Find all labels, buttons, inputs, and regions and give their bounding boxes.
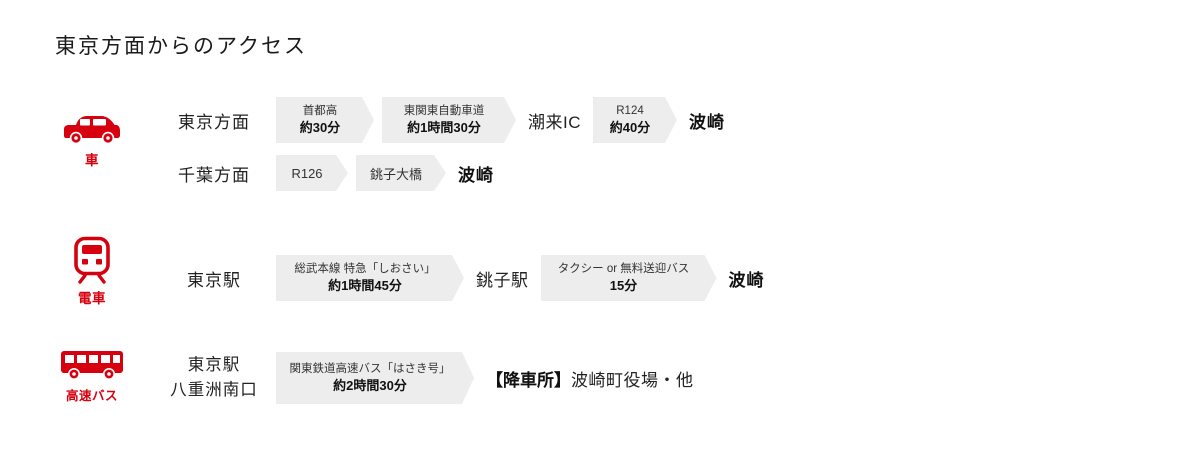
train-route: 東京駅 総武本線 特急「しおさい」 約1時間45分 銚子駅 タクシー or 無料… — [160, 255, 765, 301]
step-duration: 約1時間30分 — [407, 119, 481, 135]
route-start-label: 東京方面 — [178, 112, 250, 132]
route-start-line2: 八重洲南口 — [170, 381, 258, 399]
route-step-chevron: 銚子大橋 — [356, 155, 446, 191]
step-name: 総武本線 特急「しおさい」 — [294, 262, 436, 275]
car-route-chiba: 千葉方面 R126 銚子大橋 波崎 — [160, 155, 494, 191]
step-name: タクシー or 無料送迎バス — [557, 262, 690, 275]
route-start-label: 東京駅 八重洲南口 — [160, 353, 268, 403]
step-duration: 約40分 — [609, 119, 651, 135]
step-duration: 約30分 — [299, 119, 341, 135]
train-section-label: 電車 — [78, 291, 106, 306]
bus-section-label: 高速バス — [65, 389, 118, 403]
route-destination-label: 波崎 — [689, 112, 725, 132]
train-section-icon-block: 電車 — [57, 236, 127, 307]
route-via-label: 銚子駅 — [476, 270, 529, 290]
route-step-chevron: 総武本線 特急「しおさい」 約1時間45分 — [276, 255, 464, 301]
car-route-tokyo: 東京方面 首都高 約30分 東関東自動車道 約1時間30分 潮来IC R124 … — [160, 97, 725, 143]
step-name: 東関東自動車道 — [403, 104, 485, 117]
train-icon — [74, 236, 110, 284]
route-destination-label: 波崎 — [728, 270, 765, 290]
car-section-icon-block: 車 — [57, 112, 127, 169]
route-start-line1: 東京駅 — [187, 356, 241, 375]
route-via-label: 潮来IC — [528, 112, 581, 132]
step-name: 関東鉄道高速バス「はさき号」 — [289, 362, 451, 375]
car-icon — [64, 116, 120, 145]
route-step-chevron: 関東鉄道高速バス「はさき号」 約2時間30分 — [276, 352, 474, 404]
bus-route: 東京駅 八重洲南口 関東鉄道高速バス「はさき号」 約2時間30分 【降車所】 波… — [160, 352, 694, 404]
step-duration: 約1時間45分 — [328, 277, 402, 293]
destination-prefix: 【降車所】 — [486, 370, 571, 390]
route-step-chevron: R126 — [276, 155, 348, 191]
route-step-chevron: 首都高 約30分 — [276, 97, 374, 143]
bus-section-icon-block: 高速バス — [52, 348, 132, 404]
step-duration: 15分 — [609, 277, 638, 293]
car-section-label: 車 — [85, 153, 99, 168]
step-duration: 約2時間30分 — [333, 377, 407, 393]
route-step-chevron: 東関東自動車道 約1時間30分 — [382, 97, 516, 143]
route-destination-group: 【降車所】 波崎町役場・他 — [486, 366, 694, 391]
route-destination-label: 波崎 — [458, 165, 494, 185]
bus-icon — [61, 351, 123, 380]
step-name: R124 — [616, 104, 644, 117]
route-destination-label: 波崎町役場・他 — [571, 370, 694, 390]
page-title: 東京方面からのアクセス — [55, 35, 307, 58]
route-step-chevron: R124 約40分 — [593, 97, 677, 143]
step-name: 首都高 — [302, 104, 338, 117]
route-start-label: 東京駅 — [187, 270, 241, 290]
route-start-label: 千葉方面 — [178, 165, 250, 185]
route-step-chevron: タクシー or 無料送迎バス 15分 — [541, 255, 717, 301]
